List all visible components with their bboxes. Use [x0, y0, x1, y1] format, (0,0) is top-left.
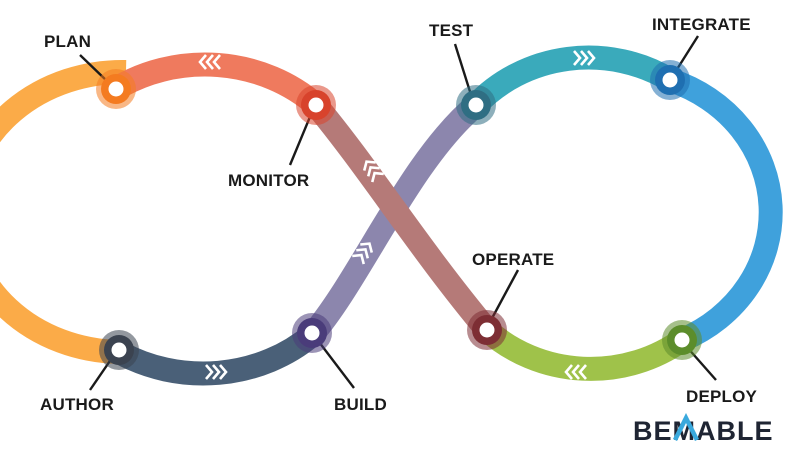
svg-text:BEMABLE: BEMABLE	[633, 416, 774, 446]
chevron-down-icon	[740, 191, 756, 214]
logo-a-mark	[672, 412, 700, 442]
integrate-node	[650, 60, 690, 100]
logo-text-before: BE	[633, 416, 673, 446]
beamable-logo: BEMABLE	[633, 412, 774, 446]
build-label: BUILD	[334, 395, 387, 414]
test-label: TEST	[429, 21, 474, 40]
plan-monitor-arc	[107, 52, 324, 115]
chevron-up-left-icon	[362, 160, 384, 183]
chevron-right-icon	[573, 50, 596, 66]
chevron-up-icon	[352, 242, 374, 265]
chevron-down-icon	[38, 215, 54, 238]
plan-label: PLAN	[44, 32, 91, 51]
plan-author-arc	[0, 59, 127, 364]
chevron-arrows	[38, 50, 756, 380]
monitor-operate-strand	[306, 97, 497, 338]
chevron-right-icon	[205, 364, 228, 380]
operate-node	[467, 310, 507, 350]
monitor-node	[296, 85, 336, 125]
chevron-left-icon	[564, 364, 587, 380]
deploy-node	[662, 320, 702, 360]
build-test-strand	[302, 95, 484, 343]
plan-node	[96, 69, 136, 109]
operate-deploy-arc	[479, 320, 689, 381]
monitor-label: MONITOR	[228, 171, 309, 190]
test-node	[456, 85, 496, 125]
author-label: AUTHOR	[40, 395, 114, 414]
chevron-left-icon	[198, 54, 221, 70]
integrate-label: INTEGRATE	[652, 15, 751, 34]
deploy-label: DEPLOY	[686, 387, 758, 406]
integrate-deploy-arc	[666, 68, 783, 352]
author-node	[99, 330, 139, 370]
operate-label: OPERATE	[472, 250, 554, 269]
test-integrate-arc	[467, 45, 677, 114]
build-node	[292, 313, 332, 353]
